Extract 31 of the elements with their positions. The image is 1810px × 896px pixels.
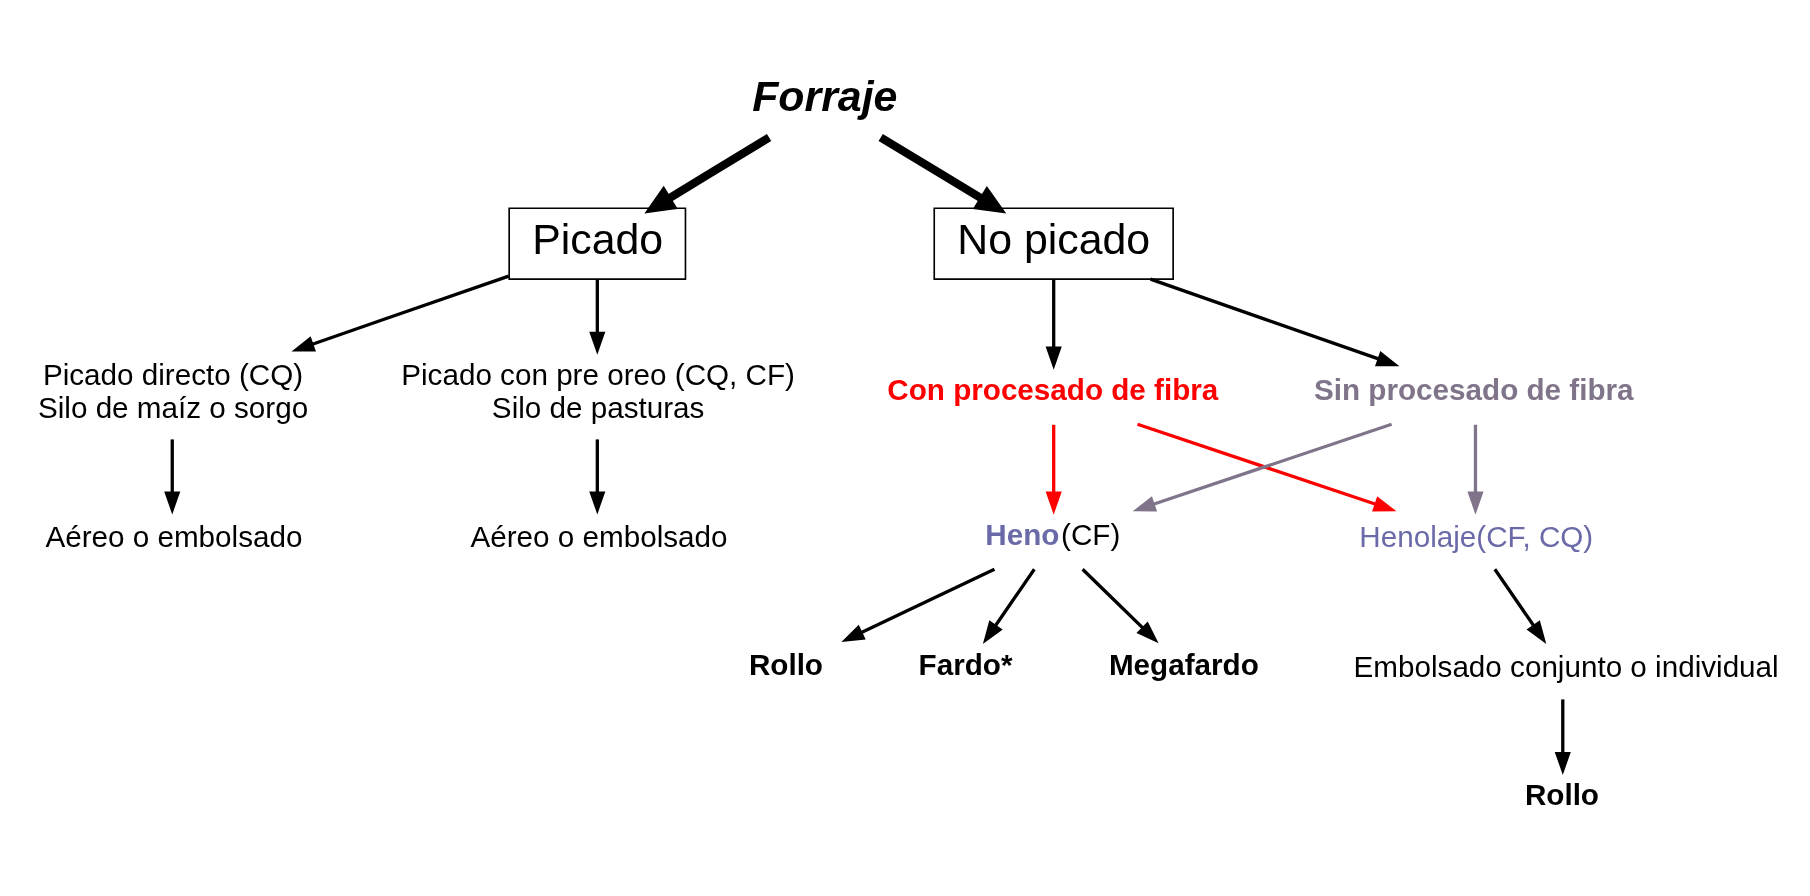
arrow: [589, 279, 606, 355]
node-text: Fardo*: [918, 648, 1013, 682]
arrow: [1081, 568, 1159, 644]
node-box: Picado: [508, 207, 687, 280]
arrow: [982, 568, 1036, 644]
node-text: Aéreo o embolsado: [470, 519, 728, 553]
node-text: Megafardo: [1108, 648, 1259, 682]
arrow: [164, 439, 181, 515]
node-text: Rollo: [1524, 778, 1599, 812]
node-text: Heno(CF): [985, 518, 1121, 552]
node-box: No picado: [933, 207, 1174, 280]
node-text: Sin procesado de fibra: [1314, 373, 1634, 407]
node-text: Aéreo o embolsado: [45, 519, 303, 553]
arrow: [1493, 568, 1547, 644]
arrow: [1467, 424, 1484, 515]
node-text: Picado directo (CQ) Silo de maíz o sorgo: [37, 358, 309, 425]
arrow: [644, 134, 772, 214]
arrow: [841, 567, 996, 642]
arrow: [291, 274, 510, 352]
node-text: Picado con pre oreo (CQ, CF) Silo de pasturas: [401, 358, 795, 425]
node-text: Rollo: [748, 648, 823, 682]
node-text: Forraje: [752, 71, 898, 120]
arrow: [1149, 277, 1400, 367]
arrow: [878, 134, 1007, 214]
arrow: [589, 439, 606, 515]
node-text: Embolsado conjunto o individual: [1353, 649, 1779, 683]
node-text: Henolaje(CF, CQ): [1359, 519, 1594, 553]
arrow: [1045, 424, 1062, 515]
arrow: [1045, 279, 1062, 370]
node-text: Con procesado de fibra: [887, 373, 1219, 407]
arrow: [1554, 699, 1571, 776]
